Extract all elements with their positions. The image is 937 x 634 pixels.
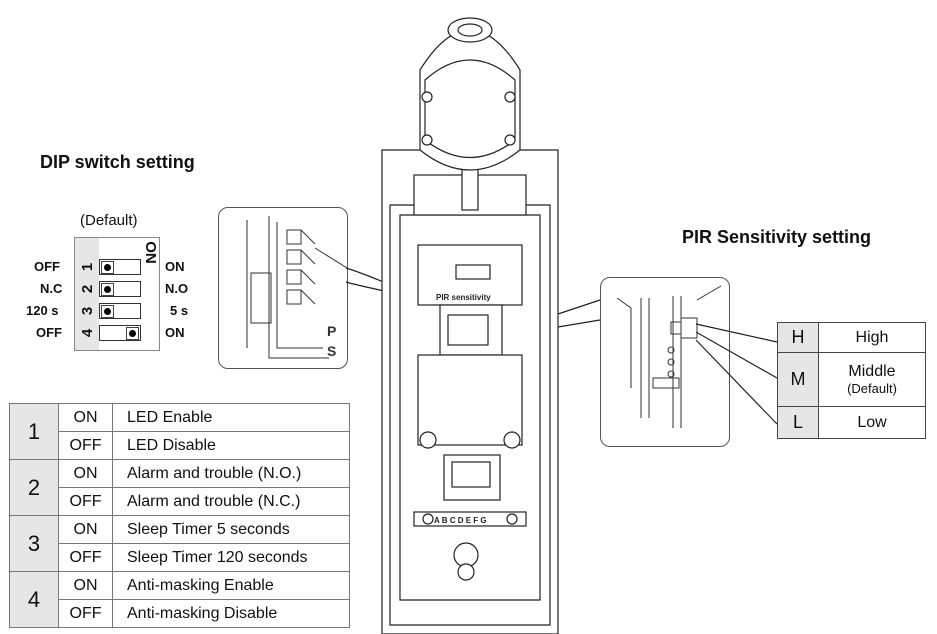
- pir-callout-illustration: [616, 285, 722, 428]
- dip-default-label: (Default): [80, 212, 138, 229]
- description-cell: Sleep Timer 120 seconds: [112, 543, 350, 572]
- level-label-cell: Middle(Default): [818, 352, 926, 407]
- level-default-note: (Default): [847, 381, 897, 396]
- switch-number: 1: [9, 403, 59, 460]
- board-label: PIR sensitivity: [436, 293, 491, 302]
- level-key: H: [777, 322, 819, 353]
- level-label: Low: [818, 406, 926, 439]
- dip-4-right-label: ON: [165, 325, 185, 340]
- svg-text:P: P: [327, 323, 336, 339]
- state-cell: ON: [58, 403, 113, 432]
- level-key: M: [777, 352, 819, 407]
- svg-text:S: S: [327, 343, 336, 359]
- description-cell: LED Enable: [112, 403, 350, 432]
- state-cell: ON: [58, 571, 113, 600]
- state-cell: ON: [58, 459, 113, 488]
- dip-switch-4[interactable]: 4: [75, 324, 159, 342]
- dip-switch-callout: P S: [218, 207, 348, 369]
- detector-illustration: PIR sensitivity A B C D E F G: [381, 17, 559, 634]
- dip-switch-diagram: ON 1 2 3 4: [74, 237, 160, 351]
- pir-sensitivity-callout: [600, 277, 730, 447]
- description-cell: Anti-masking Disable: [112, 599, 350, 628]
- terminal-labels: A B C D E F G: [434, 516, 487, 525]
- dip-switch-1[interactable]: 1: [75, 258, 159, 276]
- level-label: Middle: [848, 363, 896, 380]
- state-cell: OFF: [58, 487, 113, 516]
- dip-2-right-label: N.O: [165, 281, 189, 296]
- state-cell: OFF: [58, 599, 113, 628]
- level-key: L: [777, 406, 819, 439]
- dip-callout-illustration: P S: [246, 216, 348, 359]
- description-cell: Alarm and trouble (N.O.): [112, 459, 350, 488]
- dip-2-left-label: N.C: [40, 281, 63, 296]
- switch-number: 4: [9, 571, 59, 628]
- level-label: High: [818, 322, 926, 353]
- pir-sensitivity-title: PIR Sensitivity setting: [682, 227, 872, 247]
- dip-3-left-label: 120 s: [26, 303, 59, 318]
- dip-1-left-label: OFF: [34, 259, 60, 274]
- dip-switch-3[interactable]: 3: [75, 302, 159, 320]
- switch-number: 3: [9, 515, 59, 572]
- dip-switch-title: DIP switch setting: [40, 152, 195, 172]
- dip-1-right-label: ON: [165, 259, 185, 274]
- dip-switch-2[interactable]: 2: [75, 280, 159, 298]
- description-cell: Anti-masking Enable: [112, 571, 350, 600]
- dip-3-right-label: 5 s: [170, 303, 189, 318]
- description-cell: LED Disable: [112, 431, 350, 460]
- dip-4-left-label: OFF: [36, 325, 62, 340]
